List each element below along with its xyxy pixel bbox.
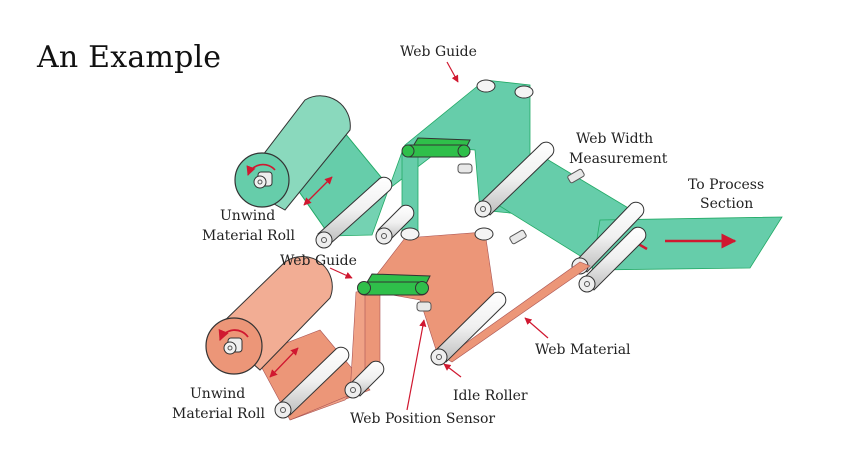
orange-unwind-roll (205, 256, 333, 375)
label-idle-roller: Idle Roller (453, 388, 528, 404)
green-roller (375, 204, 415, 245)
width-sensor (509, 229, 527, 245)
label-web-guide-top: Web Guide (400, 44, 477, 60)
web-guide-bottom-pointer-icon (329, 267, 353, 279)
orange-roller (430, 291, 507, 366)
web-position-sensor-pointer-icon (406, 319, 427, 411)
orange-roller (344, 360, 385, 399)
orange-web-segment (444, 261, 591, 363)
label-unwind-bottom-line1: Unwind (190, 386, 245, 402)
orange-web-position-sensor (416, 301, 432, 312)
label-web-position-sensor: Web Position Sensor (350, 411, 495, 427)
lateral-movement-arrow-icon (303, 176, 333, 206)
orange-roller (578, 226, 647, 293)
green-roller-top (476, 79, 496, 93)
rotation-arrow-icon (218, 328, 249, 341)
page-title: An Example (37, 40, 222, 75)
green-web-guide-frame (401, 137, 471, 158)
orange-roller-top (400, 227, 420, 241)
label-unwind-top-line2: Material Roll (202, 228, 295, 244)
label-web-width-measurement-line2: Measurement (569, 151, 668, 167)
label-web-width-measurement-line1: Web Width (576, 131, 653, 147)
label-unwind-bottom-line2: Material Roll (172, 406, 265, 422)
label-web-guide-bottom: Web Guide (280, 253, 357, 269)
label-to-process-line2: Section (700, 196, 753, 212)
lateral-movement-arrow-icon (269, 347, 299, 378)
width-sensor (567, 168, 585, 184)
label-web-material: Web Material (535, 342, 631, 358)
orange-web-line (205, 226, 647, 421)
web-material-pointer-icon (524, 317, 549, 339)
rotation-arrow-icon (246, 163, 276, 176)
orange-roller-top (474, 227, 494, 241)
green-web-position-sensor (457, 163, 473, 174)
green-unwind-roll (234, 95, 351, 211)
green-roller-top (514, 85, 534, 99)
web-guide-top-pointer-icon (446, 61, 459, 83)
green-roller (474, 141, 555, 218)
orange-web-guide-frame (357, 273, 431, 296)
label-to-process-line1: To Process (688, 177, 764, 193)
idle-roller-pointer-icon (443, 363, 462, 378)
orange-roller (274, 346, 350, 419)
label-unwind-top-line1: Unwind (220, 208, 275, 224)
green-roller (315, 176, 393, 249)
